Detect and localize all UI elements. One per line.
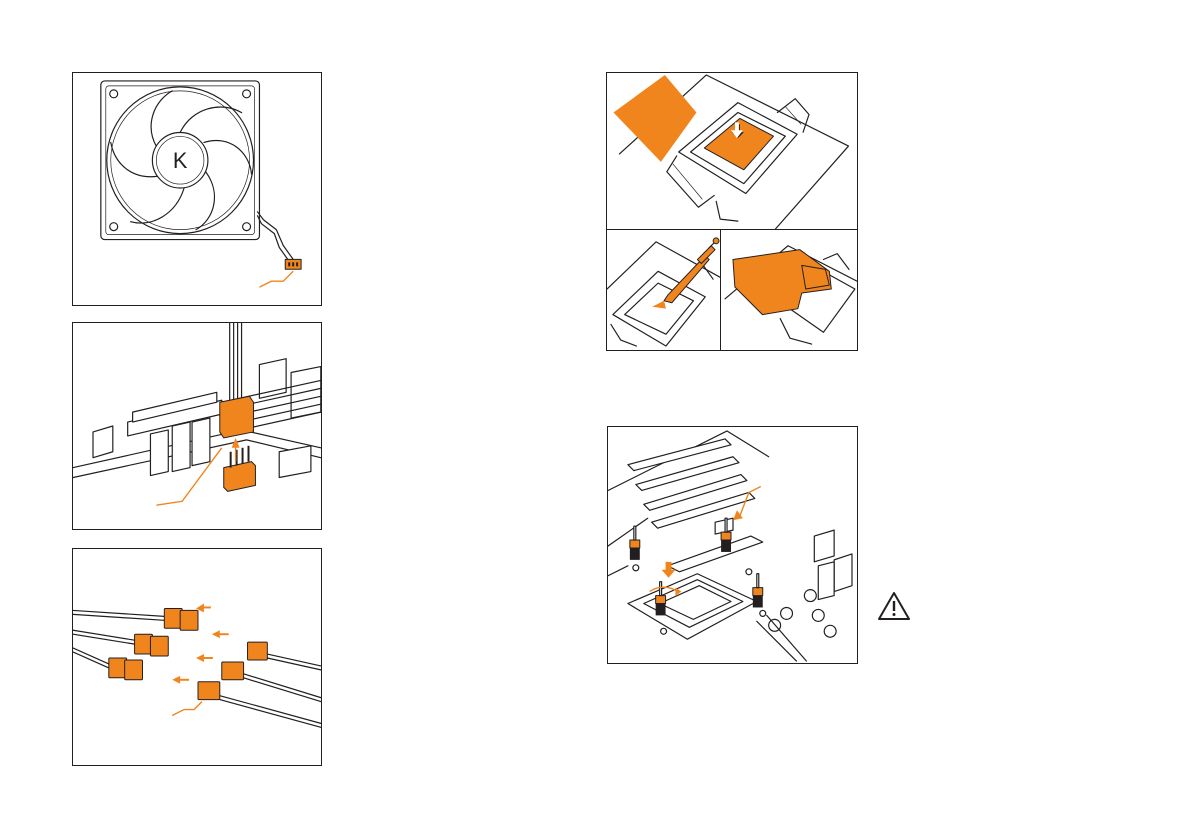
thermal-paste-panel [606, 229, 721, 351]
thermal-pad-panel [720, 229, 858, 351]
cpu-socket-panel [606, 72, 858, 230]
fan-header-connection-panel [72, 322, 322, 530]
motherboard-standoff-panel [607, 426, 858, 664]
fan-icon: K [73, 73, 321, 305]
fan-connector-chain-panel [72, 548, 322, 766]
warning-icon [877, 591, 911, 621]
fan-hub-logo: K [173, 148, 188, 173]
fan-illustration-panel: K [72, 72, 322, 306]
